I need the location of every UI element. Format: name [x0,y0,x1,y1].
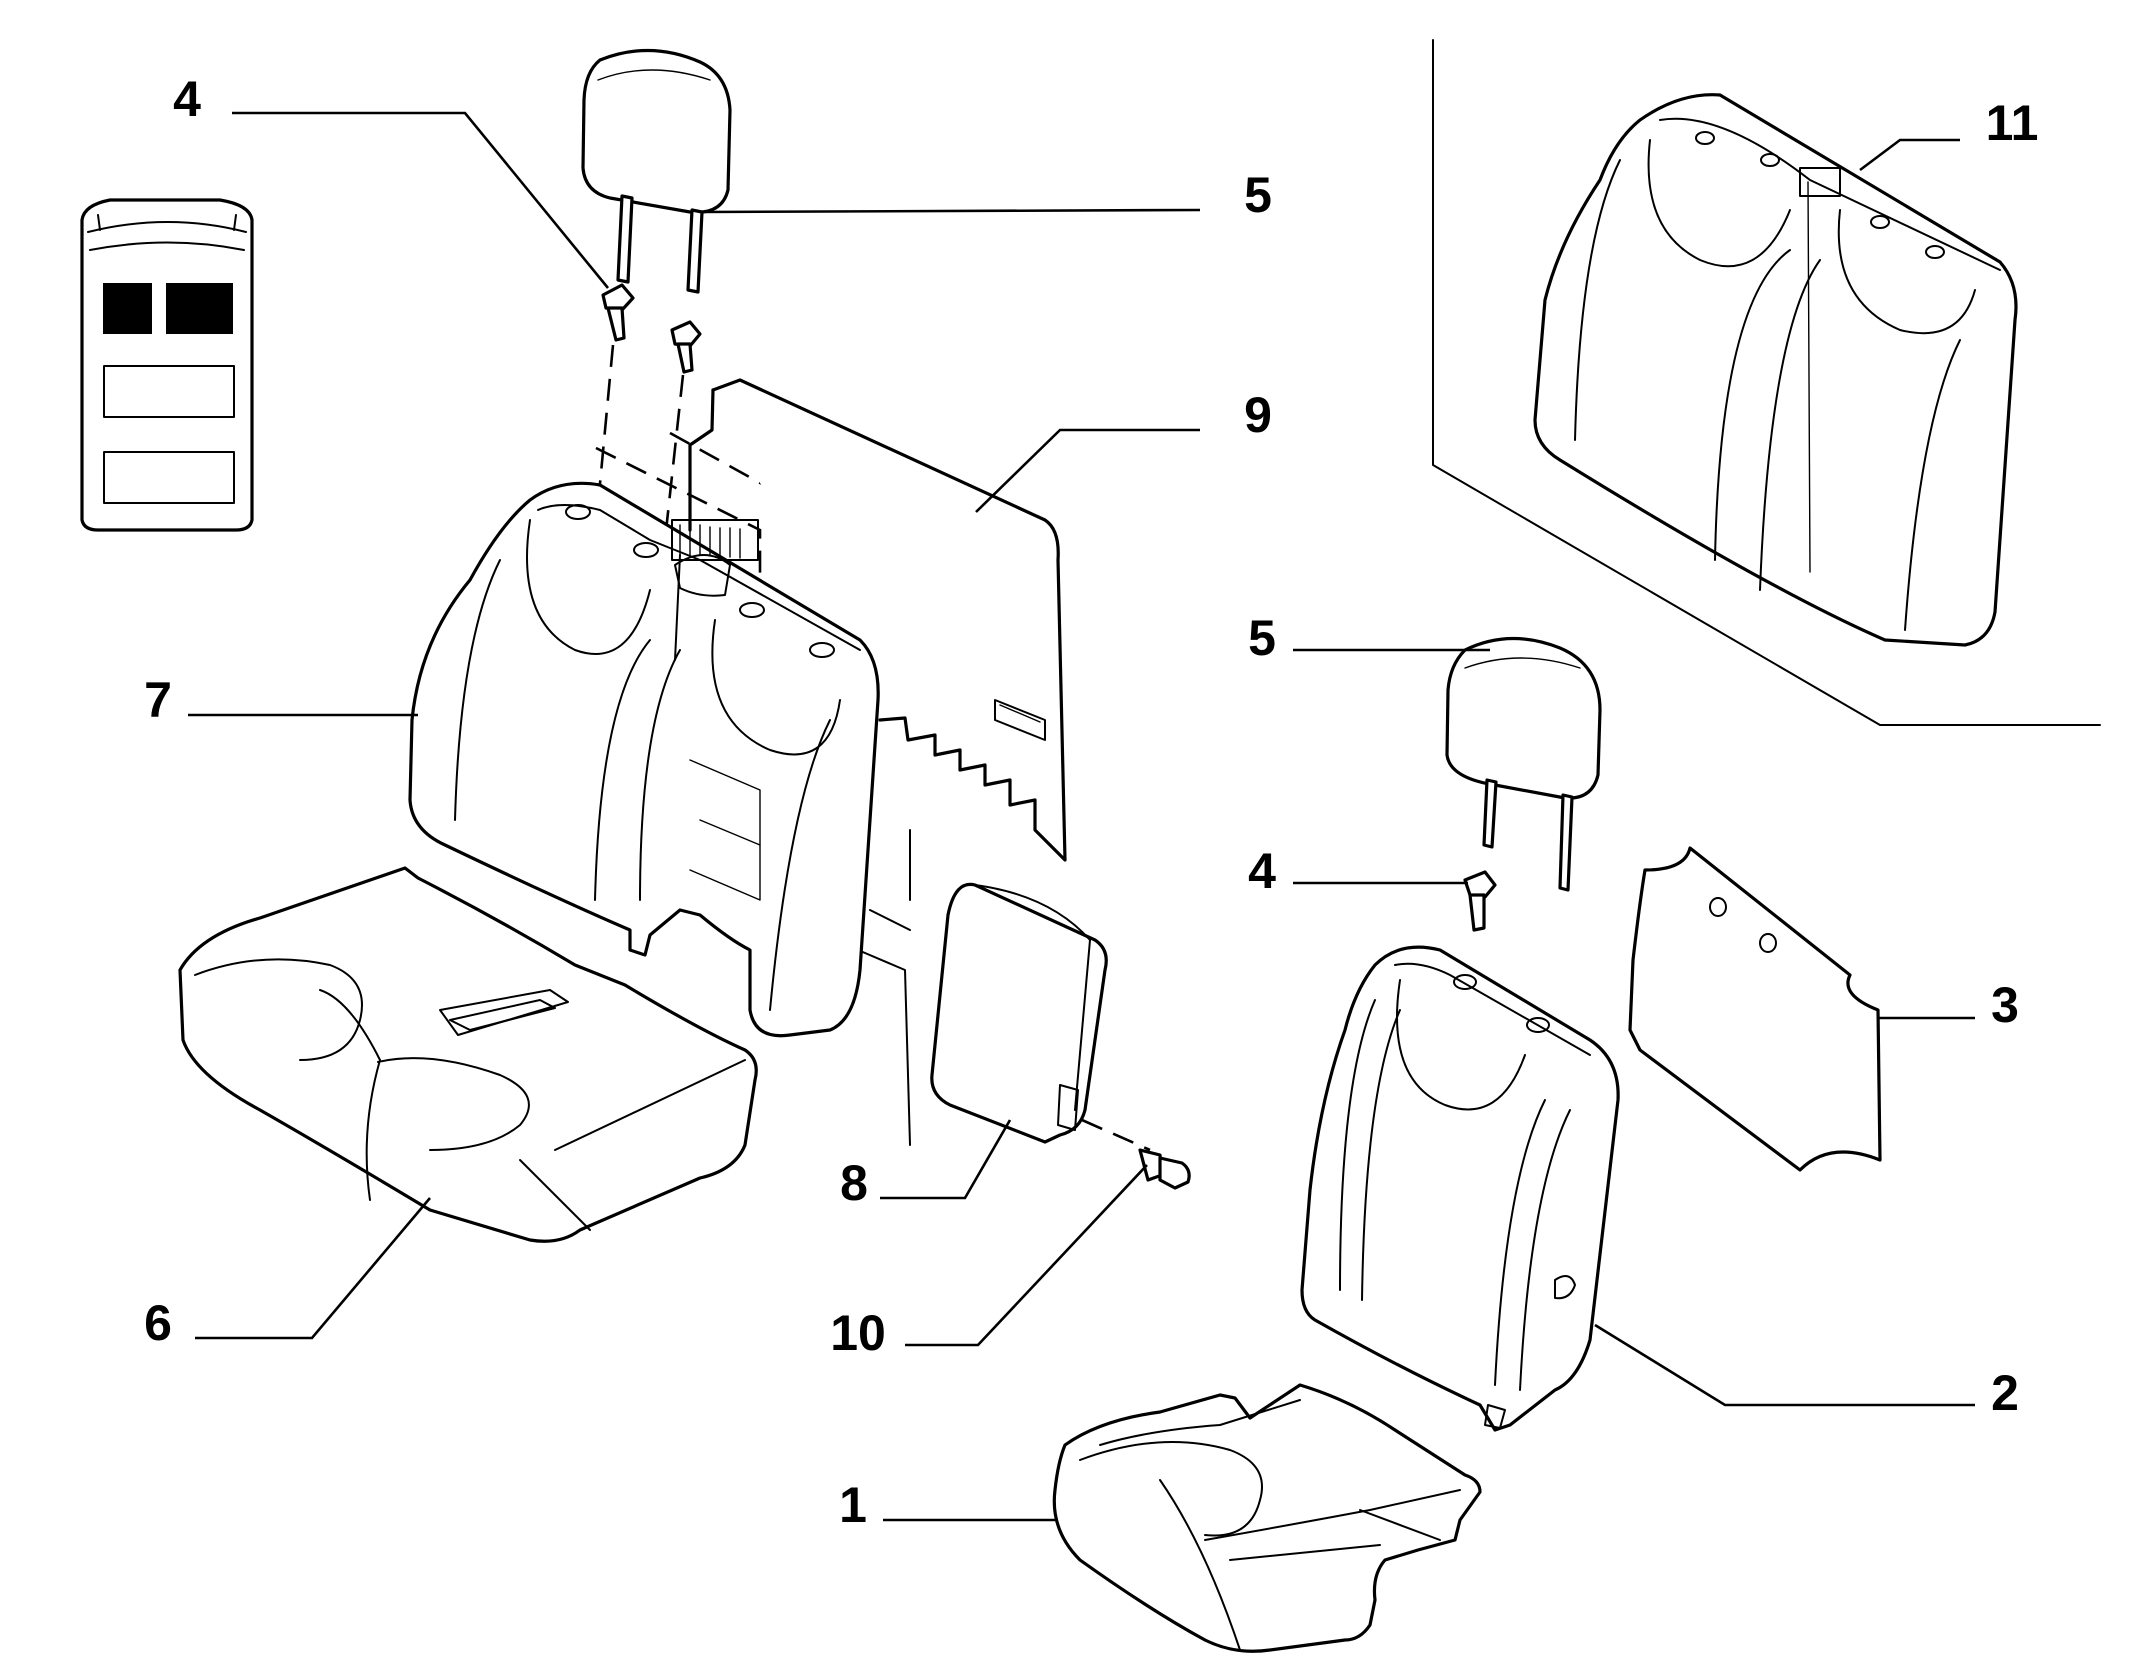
callout-5-top: 5 [1244,167,1272,223]
inset-frame [1432,39,2101,726]
occupied-seat-marker-right [166,283,233,334]
part-5-headrest-top [581,48,732,294]
callout-4-top: 4 [173,71,201,127]
part-4-headrest-guides-top [601,283,702,374]
callout-1: 1 [839,1477,867,1533]
callout-8: 8 [840,1155,868,1211]
part-7-rear-backrest [408,481,880,1038]
callout-2: 2 [1991,1365,2019,1421]
callout-10: 10 [830,1305,886,1361]
leader-10 [905,1164,1148,1347]
part-8-armrest [930,882,1108,1144]
part-4-headrest-guide-bottom [1463,870,1497,932]
leader-6 [195,1197,431,1340]
part-6-rear-cushion [178,866,758,1243]
occupied-seat-marker-left [103,283,152,334]
callout-3: 3 [1991,977,2019,1033]
callout-5-bottom: 5 [1248,610,1276,666]
leader-2 [1594,1323,1975,1407]
part-2-front-backrest [1300,945,1620,1432]
part-11-headrest-slot [1799,167,1841,197]
callout-6: 6 [144,1295,172,1351]
part-10-bolt [1081,1118,1191,1190]
part-5-headrest-bottom [1445,636,1602,892]
part-11-backrest-cover [1533,93,2018,647]
rear-seat-row-2 [103,451,235,504]
rear-seat-row-1 [103,365,235,418]
leader-11 [1859,138,1960,172]
part-9-rear-panel [688,378,1067,1146]
part-3-side-trim [1628,846,1882,1172]
leader-9 [975,428,1200,513]
leader-4-top [232,111,610,289]
callout-labels: 4 5 9 11 7 5 4 3 8 6 10 2 1 [144,71,2038,1533]
vehicle-seat-location-icon [80,198,254,532]
callout-4-bottom: 4 [1248,843,1276,899]
callout-7: 7 [144,672,172,728]
leader-lines [188,111,1975,1522]
part-1-front-cushion [1052,1383,1482,1653]
leader-5-top [701,208,1201,214]
part-7-mesh-tab [671,519,759,561]
callout-9: 9 [1244,387,1272,443]
leader-8 [880,1119,1012,1200]
callout-11: 11 [1986,95,2039,151]
